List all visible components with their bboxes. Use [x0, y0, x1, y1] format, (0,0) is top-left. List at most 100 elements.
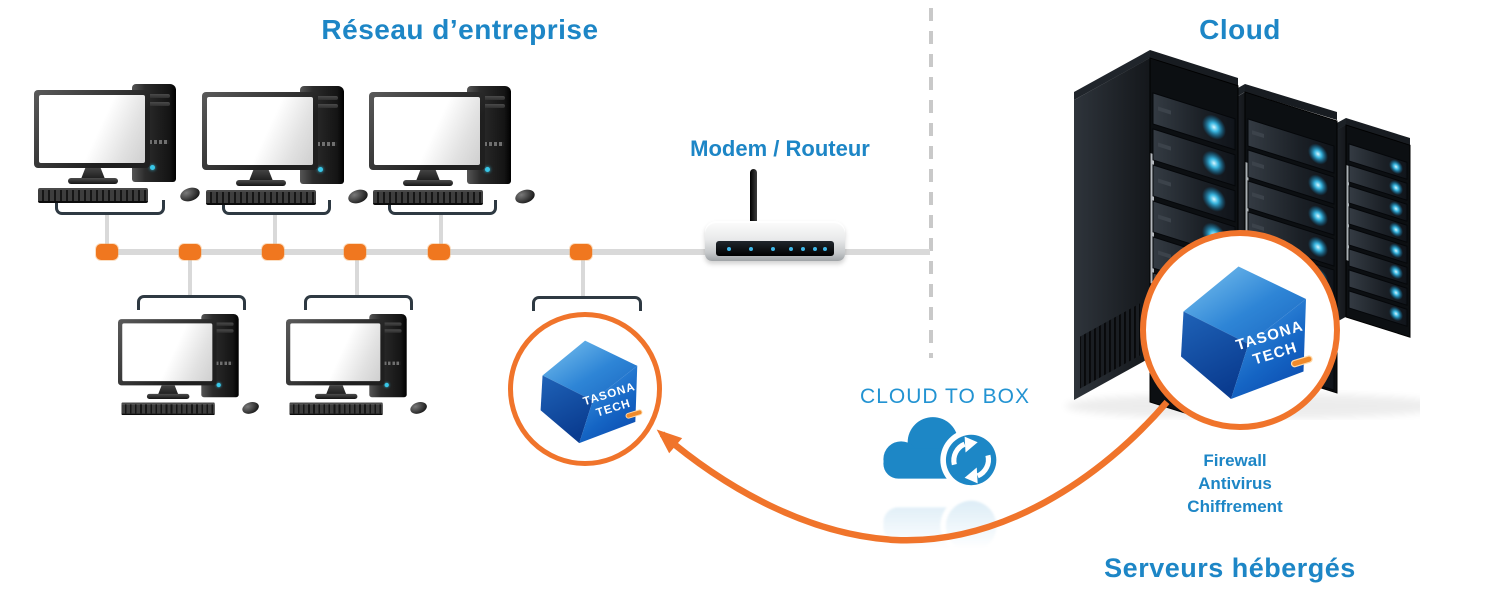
rack-server-rows [1348, 143, 1408, 327]
monitor-base [403, 180, 453, 186]
bus-connector-node [570, 244, 592, 260]
cloud-title: Cloud [1199, 14, 1281, 45]
computer-mouse [513, 187, 537, 206]
security-feature-list: Firewall Antivirus Chiffrement [1150, 449, 1320, 518]
drop-line [188, 258, 192, 295]
monitor-stand [249, 170, 273, 181]
desktop-computer-icon [369, 86, 539, 211]
computer-monitor [118, 319, 217, 386]
router-status-leds [727, 247, 731, 251]
power-led [485, 167, 490, 172]
drive-bay [139, 102, 170, 106]
rack-vent-grille [1080, 303, 1140, 389]
modem-router-icon [705, 165, 850, 265]
drive-bay [307, 96, 338, 100]
drop-line [273, 212, 277, 246]
drop-line [105, 212, 109, 246]
monitor-base [314, 393, 358, 399]
computer-keyboard [38, 188, 148, 203]
drive-bay [375, 322, 402, 326]
drive-bay [474, 96, 505, 100]
monitor-stand [81, 168, 105, 179]
computer-keyboard [289, 402, 383, 416]
desktop-computer-icon [118, 314, 263, 420]
monitor-screen [39, 95, 145, 163]
drive-bay [375, 329, 402, 333]
front-ports [207, 361, 233, 365]
computer-monitor [202, 92, 318, 170]
group-bracket [304, 295, 413, 310]
zone-separator-dashed-line [929, 8, 933, 358]
computer-keyboard [373, 190, 483, 205]
tasona-tech-cube-icon: TASONA TECH [540, 340, 643, 444]
cube-orange-light [625, 409, 643, 419]
drive-bay [207, 329, 234, 333]
computer-monitor [369, 92, 485, 170]
security-feature: Antivirus [1198, 474, 1272, 493]
cloud-sync-icon [875, 413, 1015, 493]
computer-mouse [408, 400, 429, 416]
computer-monitor [34, 90, 150, 168]
front-ports [307, 142, 337, 146]
drop-line [355, 258, 359, 295]
cube-orange-light [1290, 355, 1313, 368]
drive-bay [139, 94, 170, 98]
monitor-screen [374, 97, 480, 165]
power-led [384, 382, 389, 388]
bus-connector-node [179, 244, 201, 260]
cloud-to-box-group: CLOUD TO BOX [845, 385, 1045, 569]
monitor-stand [325, 385, 347, 395]
modem-label: Modem / Routeur [690, 136, 870, 161]
front-ports [474, 142, 504, 146]
group-bracket [532, 296, 642, 311]
front-ports [139, 140, 169, 144]
group-bracket [137, 295, 246, 310]
desktop-computer-icon [34, 84, 204, 209]
computer-mouse [178, 185, 202, 204]
monitor-stand [157, 385, 179, 395]
group-bracket [222, 200, 331, 215]
computer-keyboard [121, 402, 215, 416]
computer-keyboard [206, 190, 316, 205]
tasona-tech-cube-icon: TASONA TECH [1181, 266, 1313, 399]
monitor-stand [416, 170, 440, 181]
security-feature: Firewall [1203, 451, 1267, 470]
bus-connector-node [344, 244, 366, 260]
drive-bay [307, 104, 338, 108]
group-bracket [388, 200, 497, 215]
security-feature: Chiffrement [1187, 497, 1283, 516]
desktop-computer-icon [202, 86, 372, 211]
monitor-screen [290, 323, 381, 382]
monitor-base [146, 393, 190, 399]
router-front-panel [716, 241, 834, 256]
drive-bay [474, 104, 505, 108]
network-bus-line [100, 249, 930, 255]
monitor-base [236, 180, 286, 186]
drive-bay [207, 322, 234, 326]
monitor-screen [122, 323, 213, 382]
power-led [318, 167, 323, 172]
monitor-base [68, 178, 118, 184]
router-antenna [748, 169, 759, 229]
network-title: Réseau d’entreprise [321, 14, 599, 45]
cloud-to-box-arrow [656, 399, 1170, 544]
computer-mouse [240, 400, 261, 416]
computer-mouse [346, 187, 370, 206]
monitor-screen [207, 97, 313, 165]
bus-connector-node [96, 244, 118, 260]
bus-connector-node [262, 244, 284, 260]
drop-line [439, 212, 443, 246]
cloud-to-box-label: CLOUD TO BOX [860, 385, 1030, 408]
group-bracket [55, 200, 165, 215]
cloud-reflection [875, 493, 1015, 573]
power-led [150, 165, 155, 170]
computer-monitor [286, 319, 385, 386]
bus-connector-node [428, 244, 450, 260]
power-led [216, 382, 221, 388]
hosted-servers-label: Serveurs hébergés [1104, 553, 1356, 583]
drop-line [581, 258, 585, 296]
desktop-computer-icon [286, 314, 431, 420]
appliance-circle-network: TASONA TECH [508, 312, 662, 466]
front-ports [375, 361, 401, 365]
